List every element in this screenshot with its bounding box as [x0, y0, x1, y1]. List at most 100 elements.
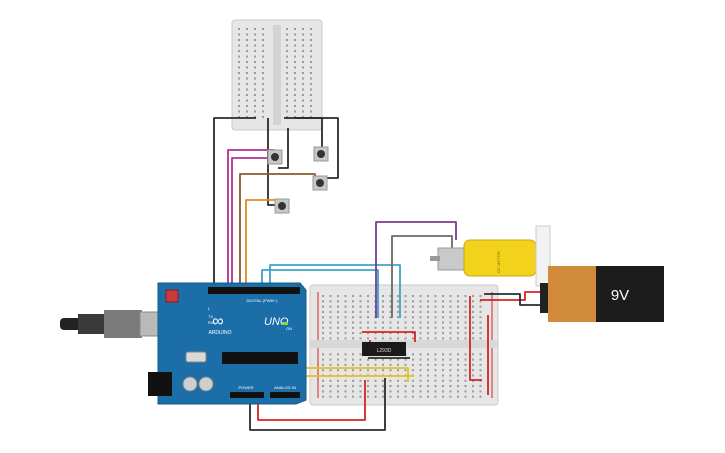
breadboard-hole: [329, 390, 332, 393]
battery-9v[interactable]: 9V: [540, 266, 664, 322]
breadboard-hole: [397, 305, 399, 308]
breadboard-hole: [397, 337, 399, 340]
battery-label: 9V: [611, 287, 629, 304]
breadboard-hole: [254, 94, 256, 96]
breadboard-hole: [419, 374, 422, 377]
breadboard-hole: [310, 61, 312, 63]
breadboard-hole: [434, 300, 437, 303]
analog-pins-label: ANALOG IN: [274, 385, 296, 390]
breadboard-hole: [359, 316, 362, 319]
breadboard-hole: [449, 337, 452, 340]
l293d-chip[interactable]: L293D: [362, 342, 406, 356]
breadboard-hole: [404, 390, 407, 393]
breadboard-hole: [344, 310, 347, 313]
breadboard-hole: [286, 94, 288, 96]
breadboard-hole: [472, 358, 474, 361]
breadboard-hole: [344, 337, 347, 340]
breadboard-hole: [246, 72, 248, 74]
breadboard-hole: [442, 358, 444, 361]
breadboard-hole: [419, 395, 422, 398]
breadboard-hole: [352, 390, 354, 393]
breadboard-hole: [404, 321, 407, 324]
breadboard-hole: [397, 379, 399, 382]
breadboard-hole: [246, 110, 248, 113]
breadboard-hole: [286, 110, 288, 113]
breadboard-hole: [329, 385, 332, 388]
breadboard-hole: [472, 305, 474, 308]
breadboard-hole: [359, 353, 362, 356]
reset-button: [165, 289, 179, 303]
breadboard-hole: [246, 66, 248, 69]
breadboard-hole: [389, 332, 392, 335]
breadboard-hole: [344, 300, 347, 303]
breadboard-hole: [382, 316, 384, 319]
dc-motor[interactable]: DC MOTOR: [430, 225, 551, 287]
breadboard-hole: [472, 390, 474, 393]
breadboard-hole: [427, 305, 429, 308]
breadboard-hole: [352, 353, 354, 356]
breadboard-hole: [302, 99, 304, 102]
breadboard-hole: [457, 332, 459, 335]
breadboard-hole: [457, 305, 459, 308]
breadboard-hole: [352, 363, 354, 366]
breadboard-hole: [344, 358, 347, 361]
breadboard-hole: [427, 363, 429, 366]
breadboard-hole: [434, 310, 437, 313]
breadboard-hole: [352, 295, 354, 297]
breadboard-hole: [302, 61, 304, 63]
breadboard-hole: [322, 321, 324, 324]
breadboard-hole: [442, 337, 444, 340]
breadboard-hole: [457, 379, 459, 382]
breadboard-hole: [286, 61, 288, 63]
breadboard-hole: [472, 353, 474, 356]
breadboard-hole: [382, 358, 384, 361]
breadboard-hole: [427, 395, 429, 398]
breadboard-hole: [479, 310, 482, 313]
breadboard-hole: [262, 44, 264, 47]
breadboard-hole: [404, 395, 407, 398]
arduino-uno-board[interactable]: ∞ ARDUINO UNO DIGITAL (PWM~) POWER ANALO…: [60, 282, 307, 405]
pushbutton-4[interactable]: [274, 198, 290, 214]
breadboard-hole: [419, 358, 422, 361]
breadboard-hole: [389, 310, 392, 313]
wire-black-battery: [484, 293, 545, 306]
breadboard-hole: [472, 369, 474, 372]
breadboard-hole: [344, 363, 347, 366]
breadboard-hole: [294, 77, 296, 80]
breadboard-hole: [359, 337, 362, 340]
breadboard-hole: [337, 305, 339, 308]
breadboard-hole: [337, 300, 339, 303]
pushbutton-3[interactable]: [312, 175, 328, 191]
breadboard-hole: [286, 39, 288, 41]
breadboard-hole: [434, 369, 437, 372]
breadboard-hole: [397, 316, 399, 319]
breadboard-hole: [246, 83, 248, 85]
breadboard-hole: [449, 363, 452, 366]
breadboard-hole: [367, 305, 369, 308]
breadboard-hole: [262, 88, 264, 91]
pushbutton-2[interactable]: [313, 146, 329, 162]
breadboard-hole: [412, 332, 414, 335]
breadboard-hole: [238, 116, 240, 118]
breadboard-hole: [262, 99, 264, 102]
breadboard-hole: [442, 295, 444, 297]
breadboard-hole: [352, 337, 354, 340]
wire-purple-motor: [375, 221, 457, 318]
mini-breadboard-holes: [238, 28, 312, 118]
breadboard-hole: [442, 326, 444, 329]
breadboard-hole: [464, 353, 467, 356]
breadboard-hole: [329, 316, 332, 319]
breadboard-hole: [389, 295, 392, 297]
breadboard-hole: [344, 369, 347, 372]
breadboard-hole: [254, 72, 256, 74]
breadboard-hole: [427, 300, 429, 303]
breadboard-hole: [404, 316, 407, 319]
breadboard-hole: [479, 316, 482, 319]
breadboard-hole: [344, 379, 347, 382]
breadboard-hole: [442, 379, 444, 382]
wire-magenta-button: [231, 157, 276, 292]
breadboard-hole: [449, 353, 452, 356]
mini-breadboard[interactable]: [231, 19, 323, 131]
pushbutton-1[interactable]: [267, 149, 283, 165]
breadboard-hole: [434, 363, 437, 366]
